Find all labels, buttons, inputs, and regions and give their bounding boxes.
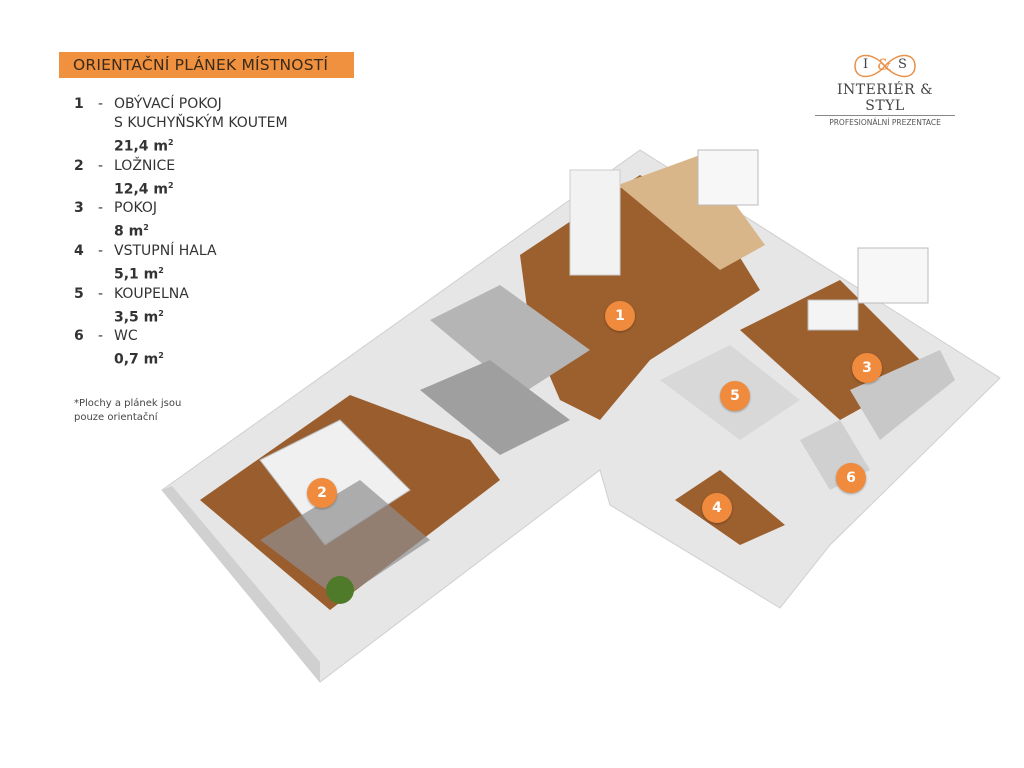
logo-letter-s: S bbox=[898, 57, 907, 72]
room-marker-4: 4 bbox=[702, 493, 732, 523]
page-title: ORIENTAČNÍ PLÁNEK MÍSTNOSTÍ bbox=[59, 52, 354, 78]
room-name: WC bbox=[114, 328, 138, 345]
room-area: 8 m2 bbox=[114, 223, 149, 240]
room-name: LOŽNICE bbox=[114, 157, 176, 174]
brand-logo: I & S INTERIÉR & STYL PROFESIONÁLNÍ PREZ… bbox=[815, 50, 955, 127]
infinity-icon bbox=[854, 54, 916, 78]
logo-ampersand: & bbox=[877, 55, 892, 74]
kitchen-counter bbox=[618, 155, 765, 270]
dash: - bbox=[98, 96, 104, 112]
bedroom-rug bbox=[260, 480, 430, 600]
room-number: 2 bbox=[74, 157, 84, 174]
room-marker-1: 1 bbox=[605, 301, 635, 331]
room-name-line2: S KUCHYŇSKÝM KOUTEM bbox=[114, 115, 288, 131]
dash: - bbox=[98, 328, 104, 345]
desk bbox=[807, 299, 859, 331]
sofa-room-3 bbox=[850, 350, 955, 440]
fridge bbox=[569, 169, 621, 276]
room-legend: 1-OBÝVACÍ POKOJ S KUCHYŇSKÝM KOUTEM 21,4… bbox=[74, 95, 288, 370]
note-line: *Plochy a plánek jsou bbox=[74, 398, 182, 409]
room-marker-2: 2 bbox=[307, 478, 337, 508]
room-number: 5 bbox=[74, 285, 84, 302]
room-name: VSTUPNÍ HALA bbox=[114, 242, 217, 259]
furniture bbox=[259, 149, 955, 604]
dash: - bbox=[98, 157, 104, 174]
room-name: POKOJ bbox=[114, 200, 158, 217]
room-marker-5: 5 bbox=[720, 381, 750, 411]
rug bbox=[420, 360, 570, 455]
room-name: OBÝVACÍ POKOJ bbox=[114, 96, 222, 112]
logo-infinity-mark: I & S bbox=[815, 50, 955, 82]
room-number: 3 bbox=[74, 200, 84, 217]
room-name: KOUPELNA bbox=[114, 285, 189, 302]
room-area: 12,4 m2 bbox=[114, 180, 174, 198]
room-number: 4 bbox=[74, 242, 84, 259]
room-area: 3,5 m2 bbox=[114, 308, 164, 326]
window-room-3 bbox=[857, 247, 929, 304]
room-area: 5,1 m2 bbox=[114, 265, 164, 283]
plant bbox=[326, 576, 354, 604]
room-marker-3: 3 bbox=[852, 353, 882, 383]
logo-tagline: PROFESIONÁLNÍ PREZENTACE bbox=[829, 118, 941, 127]
dash: - bbox=[98, 285, 104, 302]
window-kitchen bbox=[697, 149, 759, 206]
room-area: 0,7 m2 bbox=[114, 351, 164, 368]
logo-name: INTERIÉR & STYL bbox=[815, 82, 955, 116]
disclaimer-note: *Plochy a plánek jsou pouze orientační bbox=[74, 397, 181, 425]
sofa bbox=[430, 285, 590, 395]
room-number: 1 bbox=[74, 96, 84, 112]
dash: - bbox=[98, 200, 104, 217]
room-area: 21,4 m2 bbox=[114, 138, 174, 155]
note-line: pouze orientační bbox=[74, 412, 158, 423]
room-marker-6: 6 bbox=[836, 463, 866, 493]
dash: - bbox=[98, 242, 104, 259]
logo-letter-i: I bbox=[863, 57, 869, 72]
room-number: 6 bbox=[74, 328, 84, 345]
